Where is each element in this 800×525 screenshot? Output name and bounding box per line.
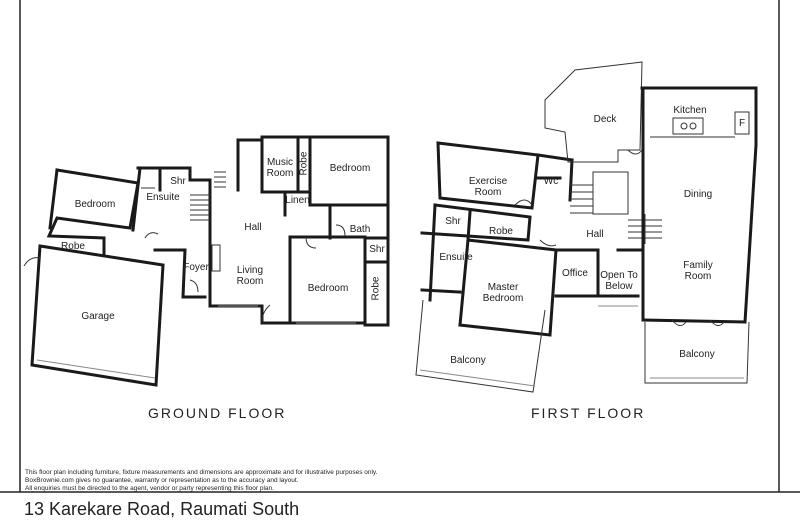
- room-label-dining: Dining: [683, 189, 713, 200]
- room-label-robe-music: Robe: [298, 151, 310, 176]
- room-label-robe-first: Robe: [489, 226, 513, 237]
- room-label-robe-south: Robe: [370, 276, 382, 301]
- room-label-bedroom-north: Bedroom: [329, 163, 371, 174]
- room-label-balcony-west: Balcony: [450, 355, 486, 366]
- property-address: 13 Karekare Road, Raumati South: [24, 499, 300, 519]
- room-label-linen: Linen: [285, 195, 310, 206]
- room-label-exercise-room: Exercise Room: [468, 176, 508, 198]
- ground-floor-title: GROUND FLOOR: [148, 405, 287, 421]
- ground-floor-walls: [23, 135, 390, 387]
- room-label-wc: Wc: [543, 176, 559, 187]
- room-label-office: Office: [562, 268, 588, 279]
- room-label-shr-first: Shr: [445, 216, 461, 227]
- room-label-fridge: F: [738, 118, 746, 129]
- disclaimer-line-3: All enquiries must be directed to the ag…: [25, 485, 274, 492]
- disclaimer-line-2: BoxBrownie.com gives no guarantee, warra…: [25, 477, 299, 484]
- room-label-bedroom-west: Bedroom: [74, 199, 116, 210]
- room-label-hall-first: Hall: [586, 229, 604, 240]
- room-label-hall: Hall: [244, 222, 262, 233]
- room-label-family-room: Family Room: [683, 260, 713, 282]
- room-label-balcony-east: Balcony: [679, 349, 715, 360]
- room-label-shr-ensuite: Shr: [170, 176, 186, 187]
- room-label-robe-west: Robe: [61, 241, 85, 252]
- room-label-ensuite: Ensuite: [146, 192, 180, 203]
- room-label-ensuite-first: Ensuite: [439, 252, 473, 263]
- room-label-garage: Garage: [81, 311, 115, 322]
- room-label-open-to-below: Open To Below: [600, 270, 638, 292]
- room-label-master-bedroom: Master Bedroom: [482, 282, 524, 304]
- room-label-shr-bath: Shr: [369, 244, 385, 255]
- room-label-kitchen: Kitchen: [673, 105, 707, 116]
- room-label-living-room: Living Room: [236, 265, 264, 287]
- room-label-bedroom-south: Bedroom: [307, 283, 349, 294]
- first-floor-walls: [415, 61, 758, 393]
- room-label-deck: Deck: [593, 114, 617, 125]
- room-label-foyer: Foyer: [183, 262, 209, 273]
- first-floor-title: FIRST FLOOR: [531, 405, 646, 421]
- room-label-bath: Bath: [349, 224, 371, 235]
- room-label-music-room: Music Room: [266, 157, 294, 179]
- disclaimer-line-1: This floor plan including furniture, fix…: [25, 469, 378, 476]
